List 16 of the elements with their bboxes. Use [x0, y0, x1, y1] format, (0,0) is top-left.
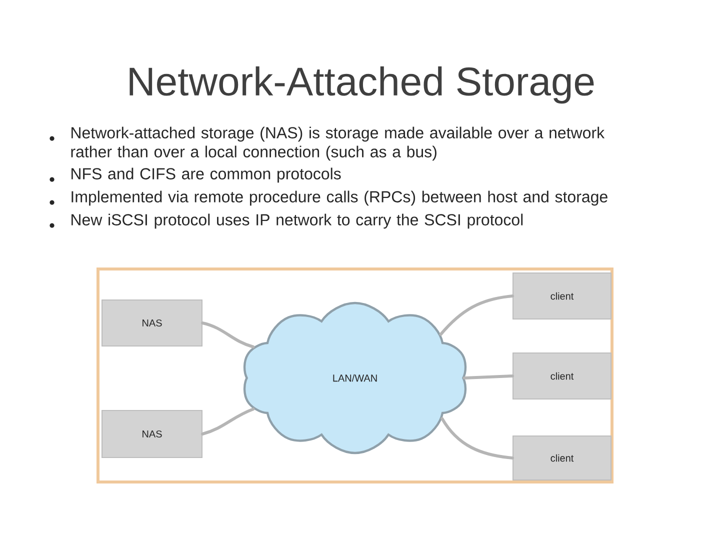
connector-line: [201, 408, 255, 436]
device-box: client: [512, 272, 612, 320]
bullet-text: NFS and CIFS are common protocols: [72, 168, 341, 183]
device-box: client: [512, 352, 612, 400]
device-box: client: [512, 436, 612, 480]
slide-title: Network-Attached Storage: [130, 66, 594, 104]
connector-line: [462, 374, 514, 380]
connector-line: [439, 294, 514, 336]
bullet-text: Network-attached storage (NAS) is storage made available over a network rather than over a local connection (such as a bus): [71, 126, 605, 161]
bullet-text: Implemented via remote procedure calls (RPCs) between host and storage: [72, 190, 608, 206]
device-box: NAS: [102, 410, 202, 458]
device-box: NAS: [102, 300, 202, 346]
bullet-text: New iSCSI protocol uses IP network to carry the SCSI protocol: [72, 214, 523, 229]
network-cloud: LAN/WAN: [243, 302, 467, 454]
connector-line: [201, 322, 255, 348]
connector-line: [440, 417, 514, 460]
